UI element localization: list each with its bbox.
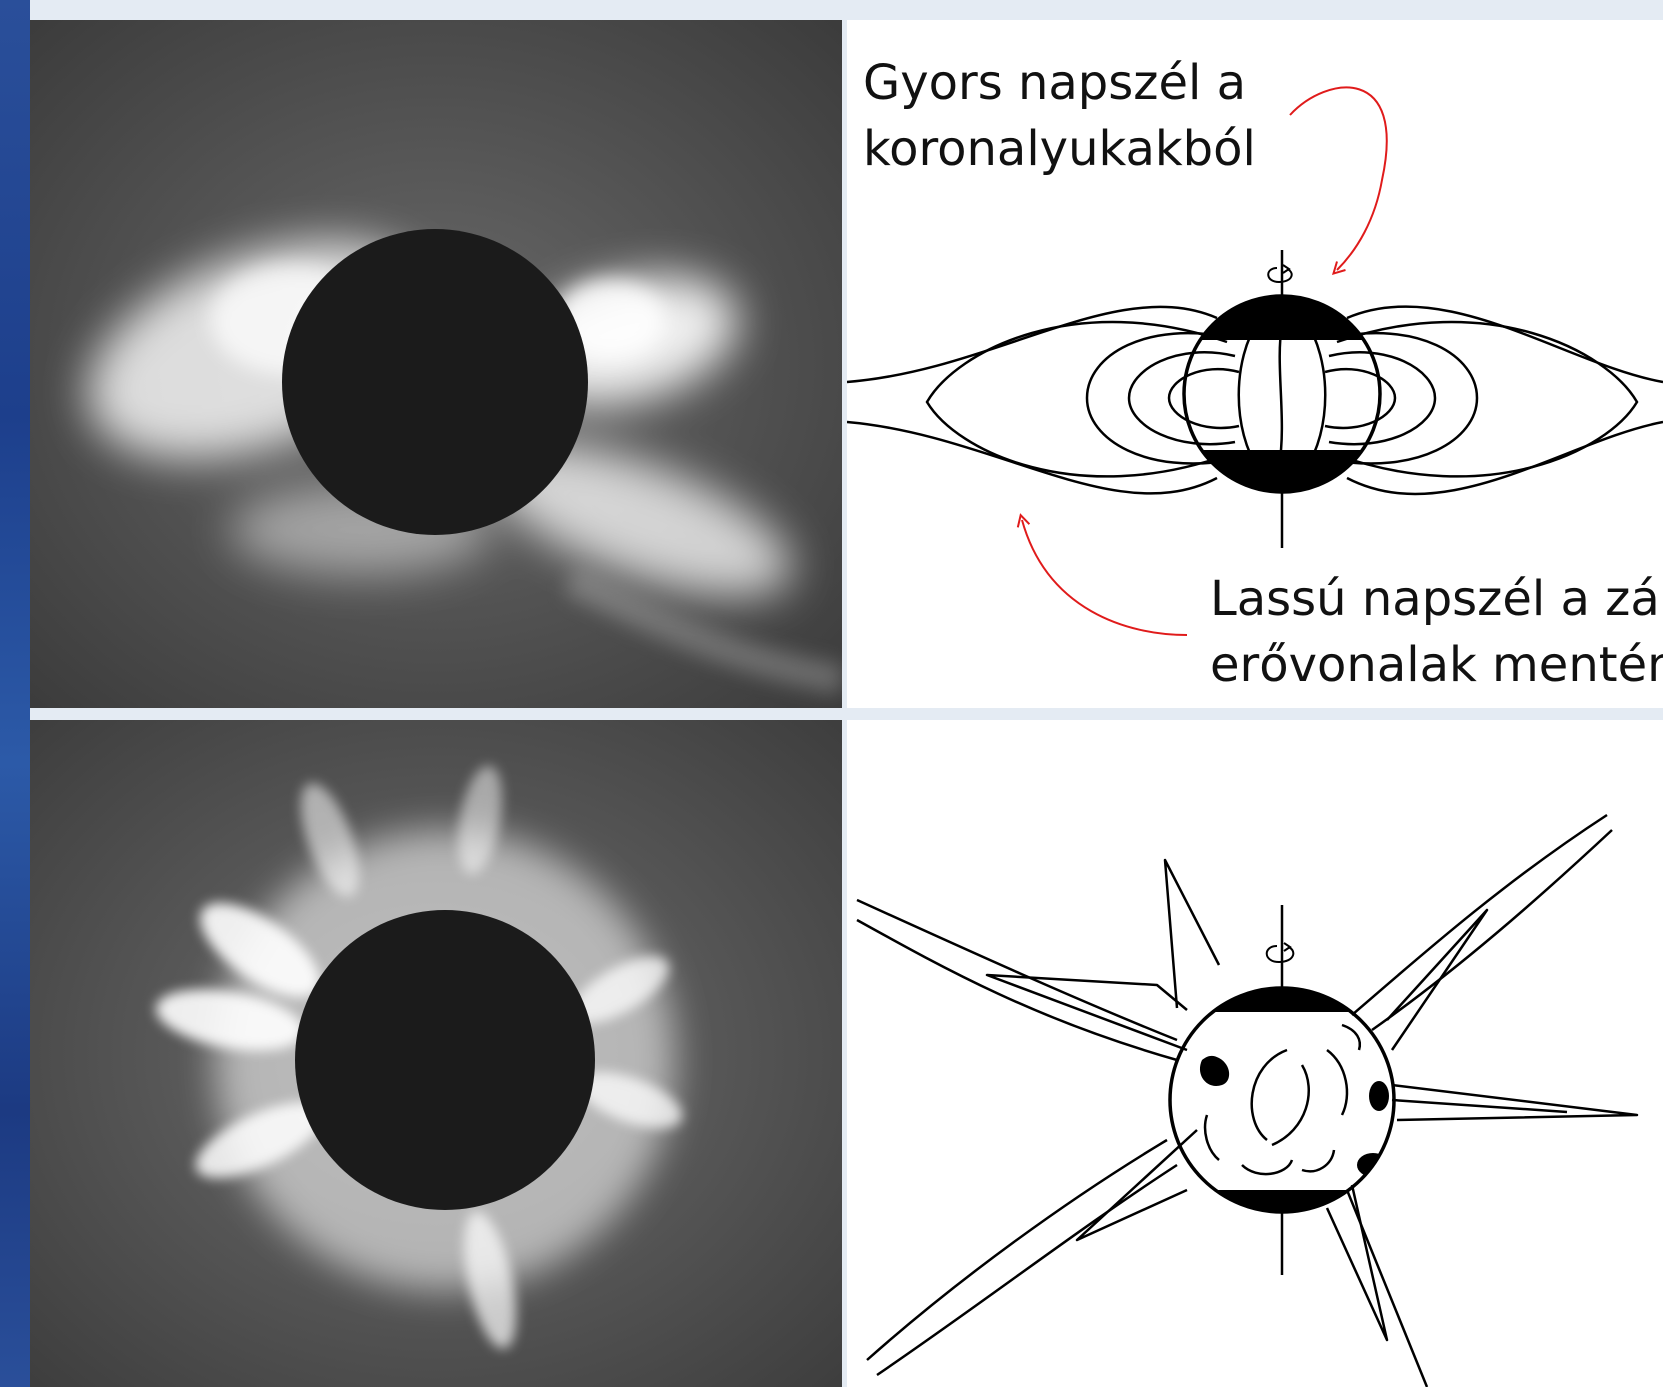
moon-disk: [295, 910, 595, 1210]
slow-wind-label: Lassú napszél a zár erővonalak mentén: [1210, 566, 1663, 698]
eclipse-photo-min-graphic: [30, 20, 842, 708]
fast-wind-label-line1: Gyors napszél a: [863, 55, 1246, 111]
rotation-arrow-icon: [1267, 943, 1294, 962]
slow-wind-arrow: [1022, 520, 1187, 635]
fast-wind-arrow: [1290, 87, 1387, 270]
fast-wind-label-line2: koronalyukakból: [863, 121, 1256, 177]
fast-wind-label: Gyors napszél a koronalyukakból: [863, 50, 1256, 182]
field-lines: [847, 250, 1663, 548]
slow-wind-label-line2: erővonalak mentén: [1210, 637, 1663, 693]
complex-field-drawing: [847, 720, 1663, 1387]
starfield-strip: [0, 0, 30, 1387]
magnetic-field-diagram-solar-minimum: Gyors napszél a koronalyukakból Lassú nap…: [847, 20, 1663, 708]
field-lines: [857, 815, 1637, 1387]
eclipse-photo-solar-minimum: [30, 20, 842, 708]
sun-disk: [1170, 988, 1394, 1212]
active-regions: [1167, 982, 1397, 1220]
eclipse-photo-max-graphic: [30, 720, 842, 1387]
rotation-arrow-icon: [1268, 265, 1291, 282]
magnetic-field-diagram-solar-maximum: [847, 720, 1663, 1387]
moon-disk: [282, 229, 588, 535]
slow-wind-label-line1: Lassú napszél a zár: [1210, 571, 1663, 627]
eclipse-photo-solar-maximum: [30, 720, 842, 1387]
